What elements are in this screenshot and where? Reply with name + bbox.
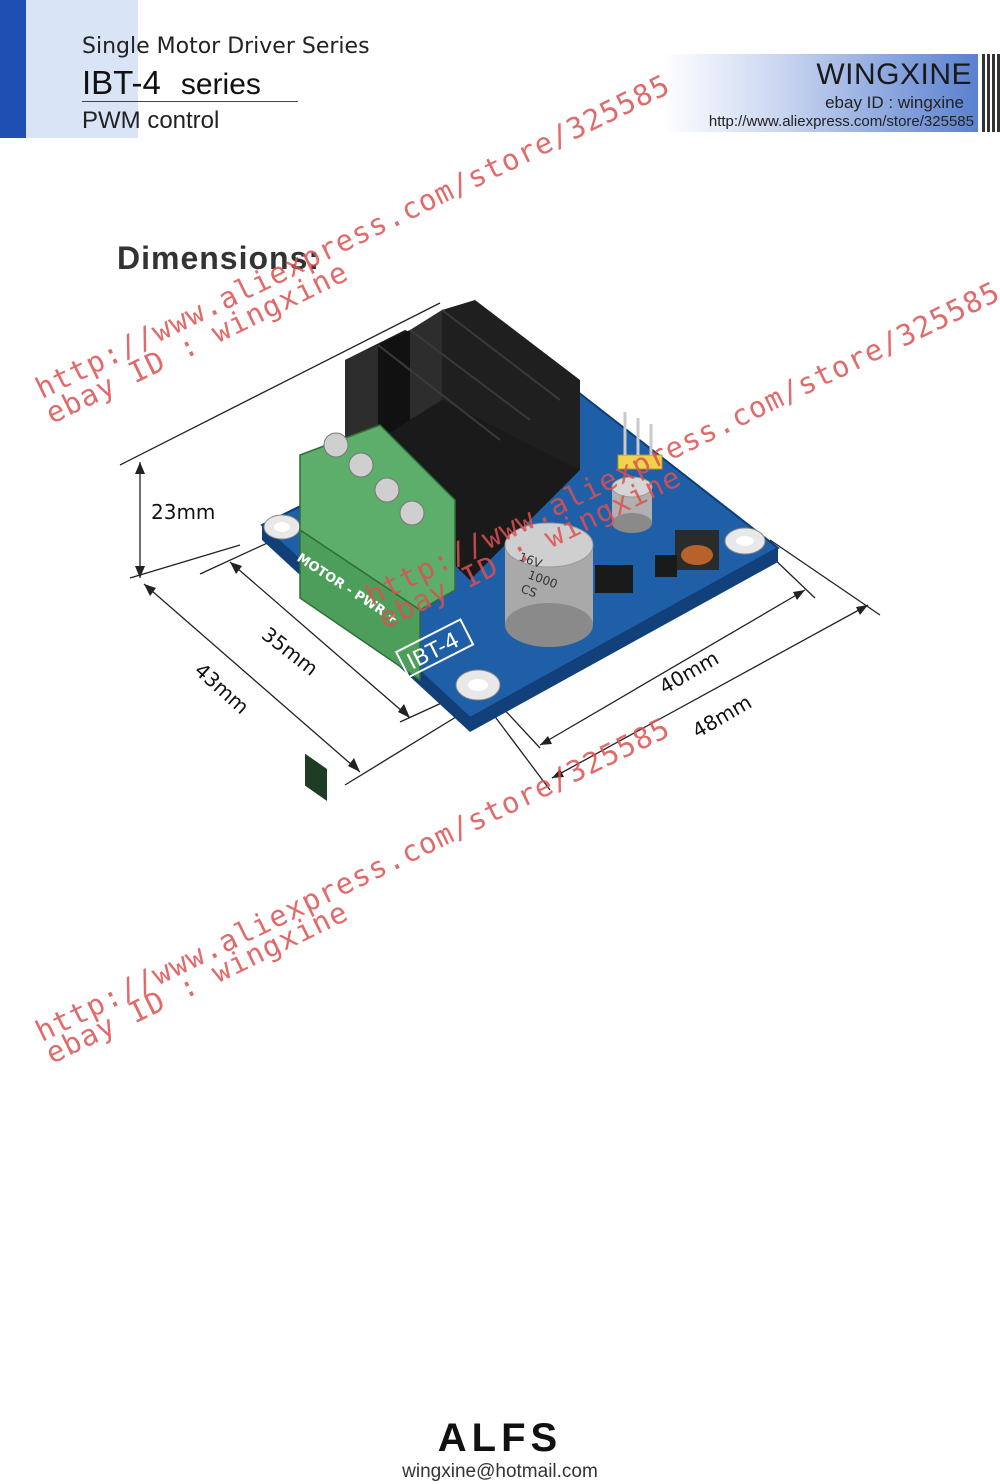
control-label: PWM control <box>82 107 220 134</box>
barcode-stripes <box>979 54 1000 132</box>
model-name: IBT-4 <box>82 64 161 101</box>
header-accent-bar <box>0 0 26 138</box>
dimension-height: 23mm <box>151 500 216 524</box>
brand-banner <box>662 54 978 132</box>
inductor <box>675 530 719 570</box>
header-accent-panel <box>26 0 138 138</box>
ebay-id: ebay ID : wingxine <box>825 93 964 112</box>
ic-chip-small <box>655 555 677 577</box>
footer-logo: ALFS <box>437 1416 563 1460</box>
terminal-block <box>299 424 456 801</box>
pcb-edge <box>470 548 778 732</box>
series-label: Single Motor Driver Series <box>82 34 370 59</box>
capacitor-large: 16V 1000 CS <box>504 522 594 647</box>
series-word: series <box>180 68 261 101</box>
brand-name: WINGXINE <box>816 58 972 91</box>
title-divider <box>82 101 298 102</box>
store-url: http://www.aliexpress.com/store/325585 <box>708 113 974 130</box>
board-illustration: MOTOR - PWR + IBT-4 16V 1000 CS <box>119 300 881 801</box>
mounting-holes <box>263 514 766 701</box>
footer-email: wingxine@hotmail.com <box>402 1461 598 1482</box>
model-title: IBT-4 series <box>82 64 261 102</box>
dimension-lines <box>119 302 881 791</box>
header-pins <box>617 412 663 470</box>
section-heading: Dimensions: <box>117 240 321 276</box>
svg-text:CS: CS <box>519 582 539 601</box>
capacitor-small <box>611 476 653 533</box>
dimension-arrows <box>135 462 868 778</box>
ic-chip <box>595 565 633 593</box>
watermark-ebay-3: ebay ID : wingxine <box>40 894 354 1071</box>
heatsink <box>345 300 580 580</box>
